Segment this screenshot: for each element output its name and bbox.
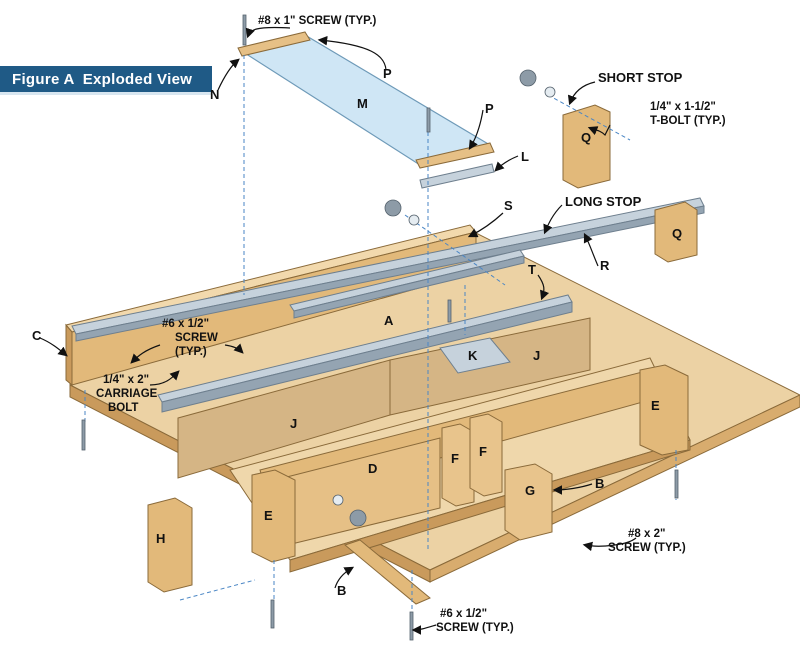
part-e-left: E (264, 508, 273, 523)
part-q-long: Q (672, 226, 682, 241)
part-j-left: J (290, 416, 297, 431)
alignment-lines (84, 55, 677, 615)
label-screw6-3: (TYP.) (175, 346, 207, 358)
label-screw6b-2: SCREW (TYP.) (436, 622, 514, 634)
label-screw6-1: #6 x 1/2" (162, 318, 209, 330)
screw-icon (409, 611, 414, 641)
part-d: D (368, 461, 377, 476)
screw-icon (426, 107, 431, 133)
part-q-short: Q (581, 130, 591, 145)
short-stop-q (562, 104, 611, 189)
label-short-stop: SHORT STOP (598, 70, 683, 85)
washer-icon (332, 494, 344, 506)
part-s: S (504, 198, 513, 213)
leader-arrows (39, 35, 637, 635)
part-k: K (468, 348, 478, 363)
plate-k (439, 337, 511, 374)
part-b-right: B (595, 476, 604, 491)
end-block-e-right (639, 364, 689, 456)
screw-icon (447, 299, 452, 323)
screw-icon (81, 419, 86, 451)
label-screw6-2: SCREW (175, 332, 218, 344)
block-h (147, 497, 193, 593)
label-screw6b-1: #6 x 1/2" (440, 608, 487, 620)
part-f-2: F (479, 444, 487, 459)
part-m: M (357, 96, 368, 111)
part-j-right: J (533, 348, 540, 363)
knob-icon (384, 199, 402, 217)
strip-l (419, 163, 495, 189)
part-c: C (32, 328, 42, 343)
part-f-1: F (451, 451, 459, 466)
part-p-bottom: P (485, 101, 494, 116)
label-carriage-1: 1/4" x 2" (103, 374, 149, 386)
figure-number: Figure A (12, 70, 75, 88)
part-h: H (156, 531, 165, 546)
part-e-right: E (651, 398, 660, 413)
label-long-stop: LONG STOP (565, 194, 642, 209)
figure-title: Exploded View (82, 70, 193, 88)
label-carriage-2: CARRIAGE (96, 388, 158, 400)
part-t: T (528, 262, 536, 277)
end-block-e-left (251, 469, 296, 563)
t-track-t (157, 294, 573, 413)
t-track-s (289, 249, 525, 319)
runner-b (343, 539, 431, 605)
washer-icon (408, 214, 420, 226)
part-n: N (210, 87, 219, 102)
block-g (504, 463, 553, 541)
knob-icon (519, 69, 537, 87)
label-screw8x2-2: SCREW (TYP.) (608, 542, 686, 554)
part-l: L (521, 149, 529, 164)
part-g: G (525, 483, 535, 498)
label-screw-8x1: #8 x 1" SCREW (TYP.) (258, 15, 377, 27)
part-r: R (600, 258, 610, 273)
washer-icon (544, 86, 556, 98)
hardware (81, 14, 679, 641)
knob-icon (349, 509, 367, 527)
part-a: A (384, 313, 394, 328)
part-b-bottom: B (337, 583, 346, 598)
label-carriage-3: BOLT (108, 402, 138, 414)
screw-icon (674, 469, 679, 499)
figure-banner: Figure A Exploded View (0, 66, 212, 95)
strip-p-top (237, 31, 311, 57)
screw-icon (270, 599, 275, 629)
long-stop-block-q (654, 201, 698, 263)
block-f-1 (441, 423, 475, 507)
label-tbolt-1: 1/4" x 1-1/2" (650, 101, 716, 113)
label-screw8x2-1: #8 x 2" (628, 528, 665, 540)
screw-icon (242, 14, 247, 46)
label-tbolt-2: T-BOLT (TYP.) (650, 115, 726, 127)
block-f-2 (469, 413, 503, 497)
callouts: #8 x 1" SCREW (TYP.) SHORT STOP 1/4" x 1… (32, 15, 726, 634)
part-p-top: P (383, 66, 392, 81)
